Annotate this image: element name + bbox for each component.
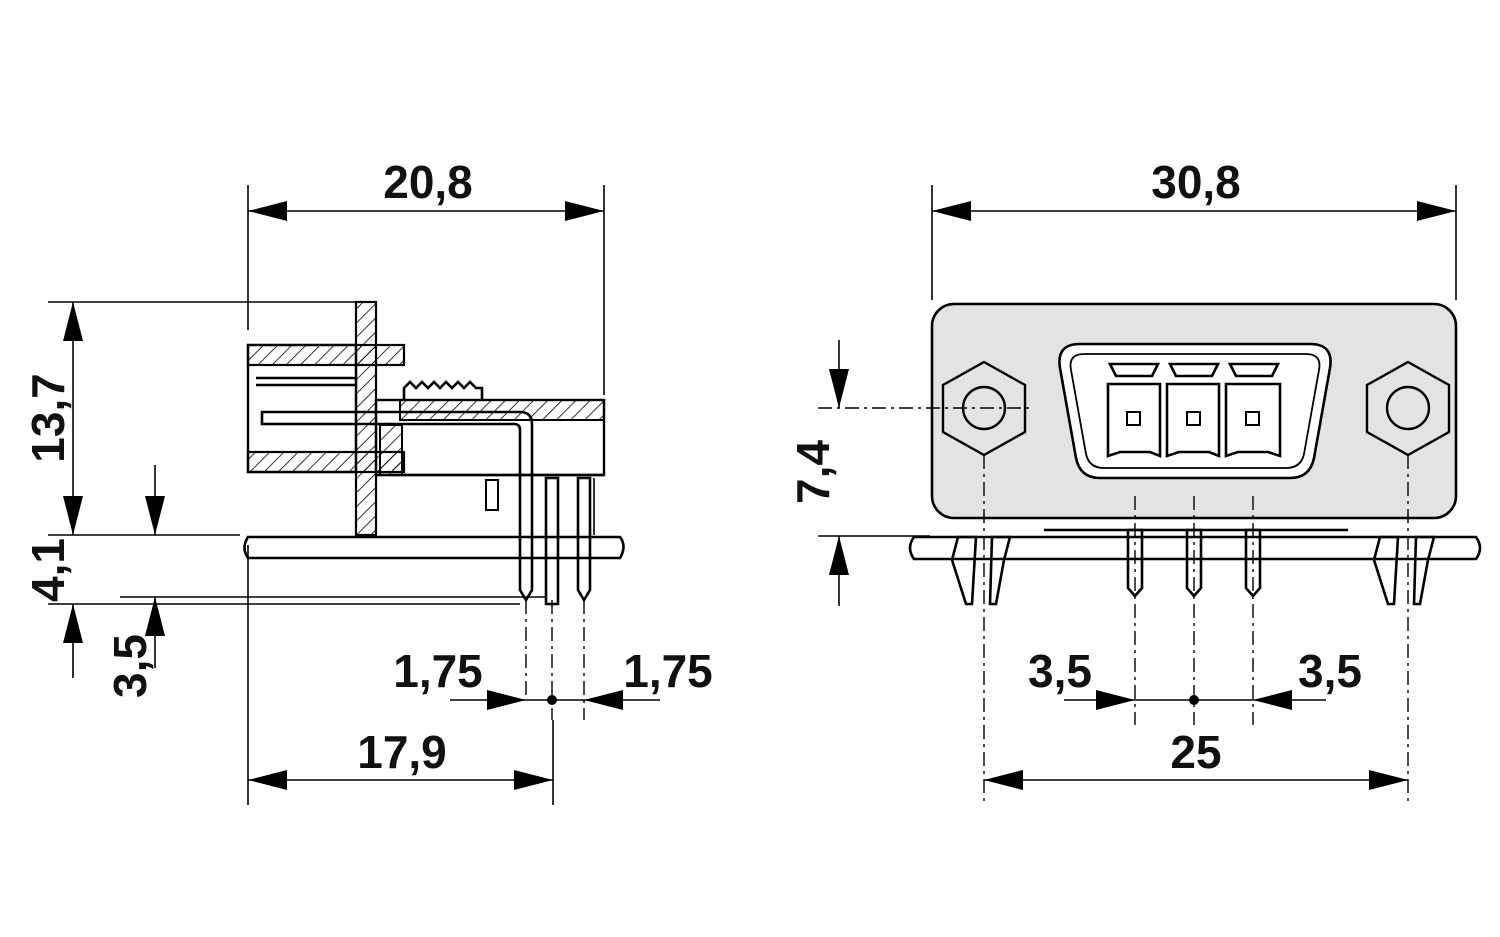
dimension-height-7-4: 7,4 xyxy=(787,340,930,606)
mounting-leg-left xyxy=(950,535,1012,606)
dimension-height-13-7: 13,7 xyxy=(22,302,83,535)
dim-label-30-8: 30,8 xyxy=(1151,156,1241,208)
dim-label-3-5-left: 3,5 xyxy=(1028,645,1092,697)
mounting-leg-right xyxy=(1372,535,1436,606)
dimension-pitch-side: 1,75 1,75 xyxy=(393,645,713,710)
dim-label-13-7: 13,7 xyxy=(22,373,74,463)
dim-label-7-4: 7,4 xyxy=(787,440,839,504)
dimension-width-20-8: 20,8 xyxy=(248,156,604,221)
dim-label-17-9: 17,9 xyxy=(357,726,447,778)
signal-pin-1-front xyxy=(1126,528,1144,598)
dim-label-1-75-right: 1,75 xyxy=(623,645,713,697)
dim-label-3-5-side: 3,5 xyxy=(104,634,156,698)
contact-cell-1 xyxy=(1106,362,1162,458)
dimension-pin-3-5: 3,5 xyxy=(104,465,165,698)
dimension-width-30-8: 30,8 xyxy=(932,156,1456,221)
contact-cell-3 xyxy=(1224,362,1282,458)
connector-section-side xyxy=(246,300,606,606)
dim-label-25: 25 xyxy=(1170,726,1221,778)
pcb-board-front xyxy=(908,528,1482,561)
signal-pin-2-front xyxy=(1185,528,1203,598)
dim-label-4-1: 4,1 xyxy=(22,538,74,602)
signal-pin-3-front xyxy=(1244,528,1262,598)
dim-label-20-8: 20,8 xyxy=(383,156,473,208)
contact-cell-2 xyxy=(1165,362,1221,458)
dimension-height-4-1: 4,1 xyxy=(22,538,83,678)
side-view: 20,8 13,7 4,1 3,5 xyxy=(22,156,713,805)
dimension-pitch-front: 3,5 3,5 xyxy=(1028,645,1362,710)
dimension-depth-17-9: 17,9 xyxy=(248,720,554,805)
dim-label-1-75-left: 1,75 xyxy=(393,645,483,697)
pcb-board-side xyxy=(243,535,625,560)
dimension-mount-25: 25 xyxy=(984,726,1408,790)
dim-label-3-5-right: 3,5 xyxy=(1298,645,1362,697)
front-view: 30,8 xyxy=(787,156,1482,805)
